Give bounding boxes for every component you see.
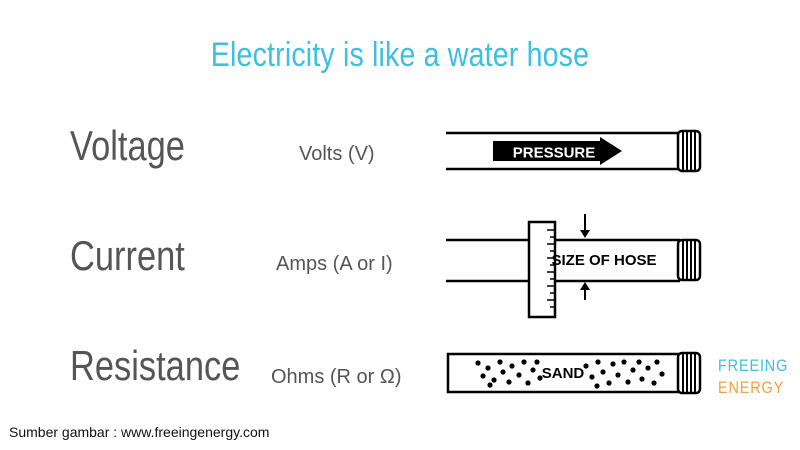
ruler-icon (527, 220, 557, 319)
sand-particles (475, 359, 665, 389)
brand-logo-line1: FREEING (718, 356, 789, 375)
unit-resistance: Ohms (R or Ω) (271, 366, 402, 388)
unit-current: Amps (A or I) (276, 253, 393, 275)
hose-current: SIZE OF HOSE (446, 214, 702, 319)
unit-voltage: Volts (V) (299, 143, 375, 165)
pressure-arrow-icon (493, 137, 622, 165)
hose-voltage: PRESSURE (446, 129, 702, 173)
hose-cap-icon (676, 129, 702, 173)
image-credit: Sumber gambar : www.freeingenergy.com (9, 424, 270, 440)
term-resistance: Resistance (70, 342, 241, 389)
term-voltage: Voltage (70, 122, 185, 169)
sand-label: SAND (542, 365, 585, 382)
term-current: Current (70, 232, 185, 279)
hose-cap-icon (676, 238, 702, 282)
hose-cap-icon (676, 351, 702, 395)
hose-resistance: SAND (446, 351, 702, 395)
size-of-hose-label: SIZE OF HOSE (551, 252, 656, 269)
pressure-label: PRESSURE (513, 145, 596, 162)
size-arrows-icon (580, 214, 590, 300)
brand-logo-line2: ENERGY (718, 378, 785, 397)
diagram-title: Electricity is like a water hose (210, 36, 590, 74)
